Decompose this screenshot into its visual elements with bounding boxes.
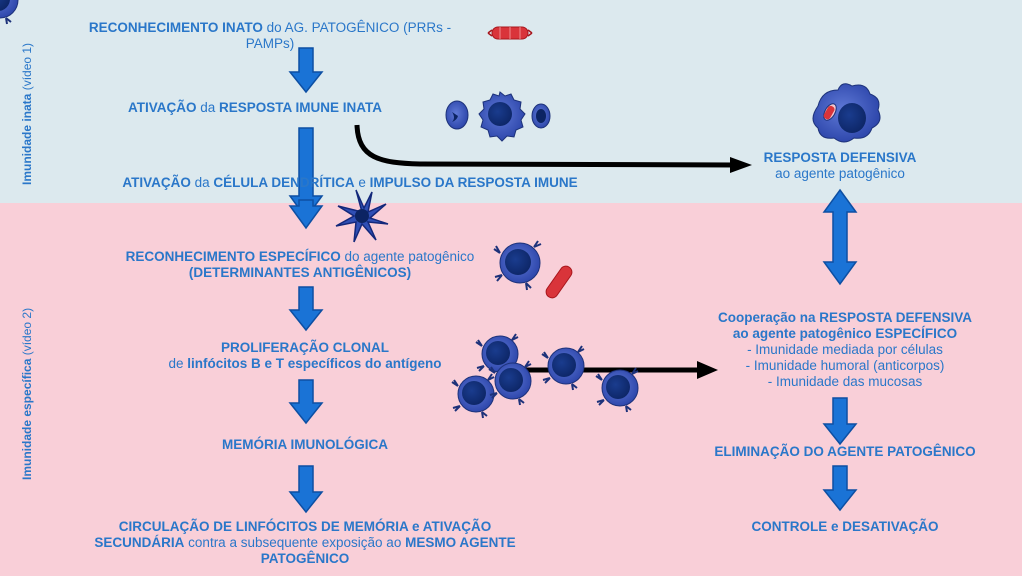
step-dendritic-activation: ATIVAÇÃO da CÉLULA DENDRÍTICA e IMPULSO … xyxy=(122,175,578,190)
down-arrow xyxy=(288,47,324,94)
down-arrow xyxy=(288,379,324,425)
down-arrow xyxy=(822,397,858,446)
step-specific-recognition: RECONHECIMENTO ESPECÍFICO do agente pato… xyxy=(125,249,475,280)
step-control-deactivation: CONTROLE e DESATIVAÇÃO xyxy=(751,519,939,534)
lymphocyte-icon xyxy=(595,367,639,413)
step-pathogen-elimination: ELIMINAÇÃO DO AGENTE PATOGÊNICO xyxy=(714,444,976,459)
lymphocyte-icon xyxy=(541,345,585,391)
innate-cell-icon xyxy=(445,100,469,130)
step-innate-activation: ATIVAÇÃO da RESPOSTA IMUNE INATA xyxy=(127,100,383,115)
connector-arrow-innate xyxy=(354,124,736,168)
down-arrow xyxy=(288,199,324,230)
innate-cell-icon xyxy=(531,103,551,129)
pathogen-icon xyxy=(487,26,533,40)
macrophage-icon xyxy=(812,83,881,143)
step-immunological-memory: MEMÓRIA IMUNOLÓGICA xyxy=(222,437,388,452)
lymphocyte-icon xyxy=(493,240,542,291)
lymphocyte-icon xyxy=(451,373,495,419)
step-innate-recognition: RECONHECIMENTO INATO do AG. PATOGÊNICO (… xyxy=(88,20,452,51)
down-arrow xyxy=(288,465,324,514)
down-arrow xyxy=(288,286,324,332)
dendritic-cell-icon xyxy=(335,189,389,243)
step-memory-circulation: CIRCULAÇÃO DE LINFÓCITOS DE MEMÓRIA e AT… xyxy=(94,519,516,566)
innate-cell-icon xyxy=(478,91,526,142)
double-arrow xyxy=(822,188,858,286)
down-arrow xyxy=(822,465,858,512)
pathogen-icon xyxy=(545,265,573,299)
